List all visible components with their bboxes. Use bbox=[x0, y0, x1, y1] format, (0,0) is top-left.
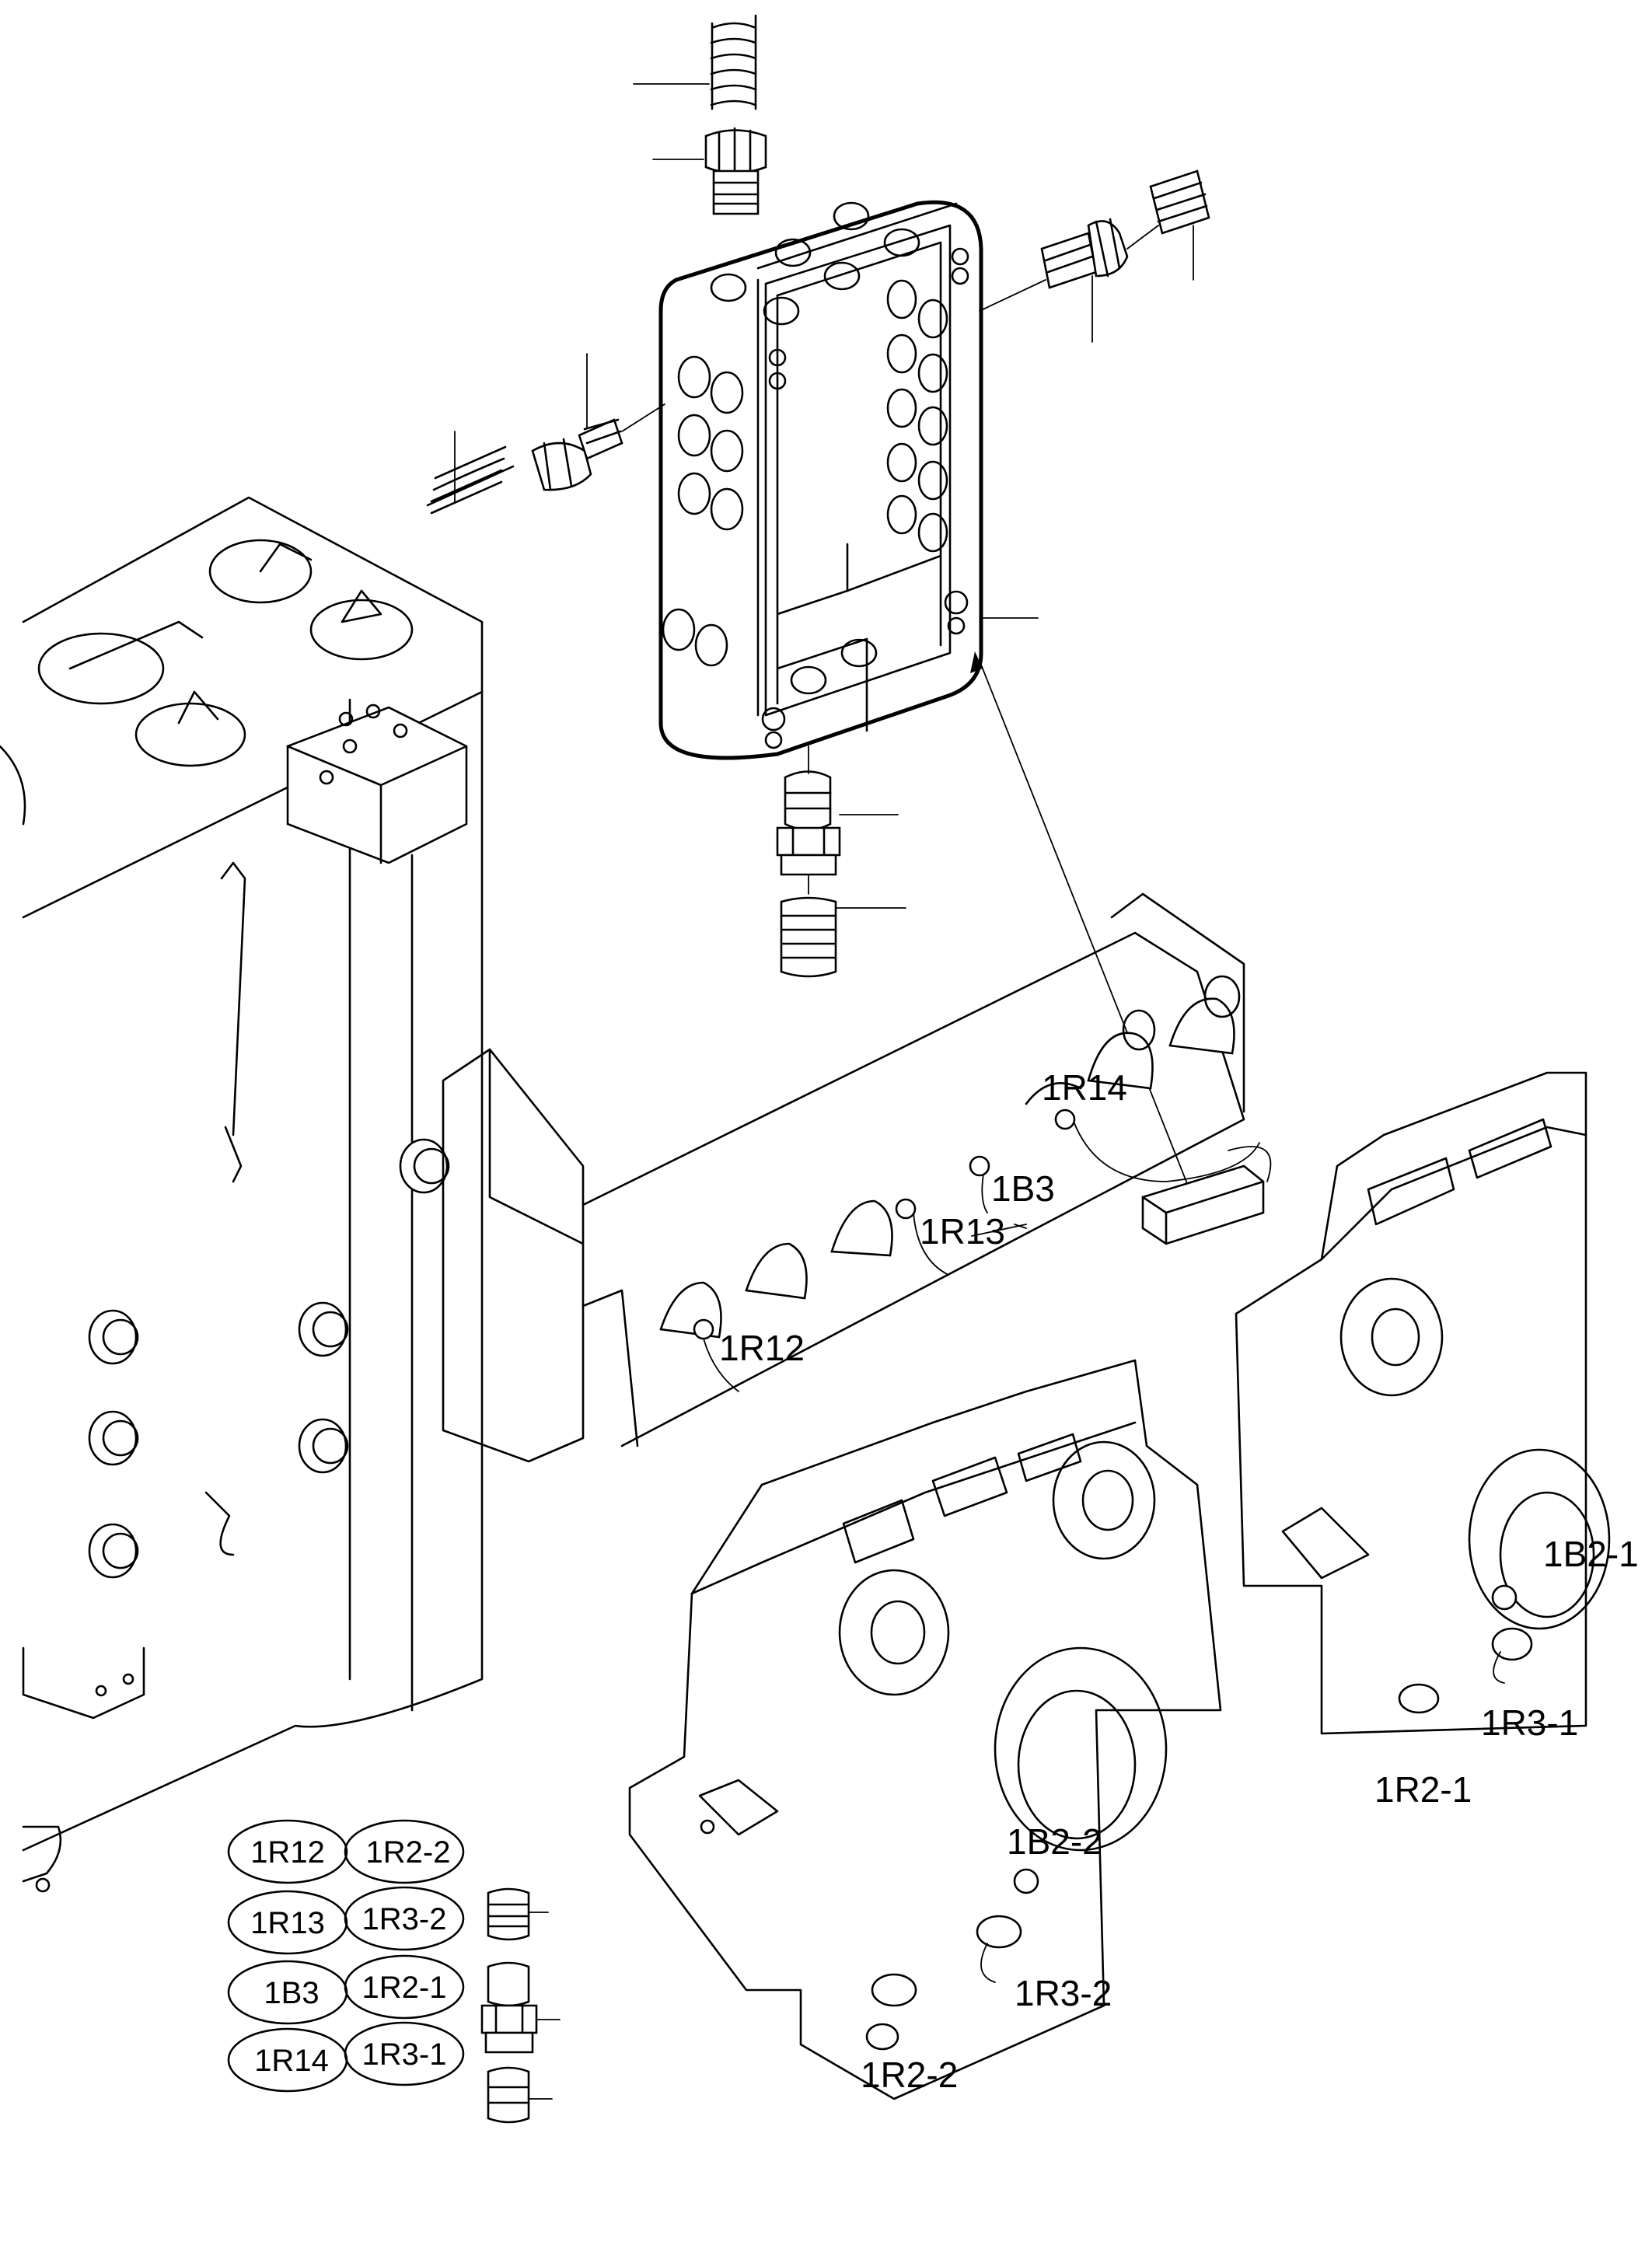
right-cable-gland-stack bbox=[979, 169, 1210, 343]
label-1r3-2: 1R3-2 bbox=[1015, 1973, 1112, 2013]
left-machine-housing bbox=[0, 496, 484, 1893]
legend-right-2: 1R3-2 bbox=[362, 1902, 447, 1936]
legend-left-3: 1B3 bbox=[264, 1976, 319, 2010]
legend-fitting-stack bbox=[480, 1887, 561, 2124]
legend-left-2: 1R13 bbox=[250, 1906, 325, 1940]
sensor-legend: 1R12 1R2-2 1R13 1R3-2 1B3 1R2-1 1R14 1R3… bbox=[227, 1819, 465, 2093]
mounting-rail bbox=[442, 892, 1272, 1463]
housing-plugs bbox=[88, 1138, 450, 1579]
top-cable-gland-stack bbox=[633, 14, 767, 215]
label-1b2-2: 1B2-2 bbox=[1007, 1821, 1102, 1862]
junction-box-left-holes bbox=[662, 355, 744, 667]
legend-right-1: 1R2-2 bbox=[366, 1835, 451, 1870]
legend-left-4: 1R14 bbox=[254, 2044, 329, 2078]
lower-cable-gland-stack bbox=[776, 745, 906, 978]
legend-right-4: 1R3-1 bbox=[362, 2037, 447, 2072]
legend-right-3: 1R2-1 bbox=[362, 1971, 447, 2005]
label-1b3: 1B3 bbox=[991, 1168, 1055, 1209]
label-1r14: 1R14 bbox=[1042, 1067, 1127, 1108]
right-gearbox bbox=[1235, 1071, 1611, 1735]
junction-box-top-holes bbox=[710, 201, 920, 326]
label-1r12: 1R12 bbox=[719, 1328, 805, 1368]
callout-labels: 1R14 1B3 1R13 1R12 1B2-1 1R3-1 1R2-1 1B2… bbox=[719, 1067, 1639, 2095]
junction-box-right-holes bbox=[886, 279, 948, 553]
legend-left-1: 1R12 bbox=[250, 1835, 325, 1870]
routing-leader-line bbox=[979, 660, 1190, 1190]
arrowhead-icon bbox=[970, 651, 983, 673]
label-1r3-1: 1R3-1 bbox=[1481, 1702, 1578, 1743]
lower-gearbox bbox=[628, 1359, 1222, 2100]
label-1b2-1: 1B2-1 bbox=[1543, 1534, 1639, 1574]
left-cable-gland-stack bbox=[426, 353, 665, 515]
label-1r2-1: 1R2-1 bbox=[1374, 1769, 1472, 1810]
junction-box bbox=[658, 200, 1039, 760]
label-1r2-2: 1R2-2 bbox=[861, 2055, 958, 2095]
